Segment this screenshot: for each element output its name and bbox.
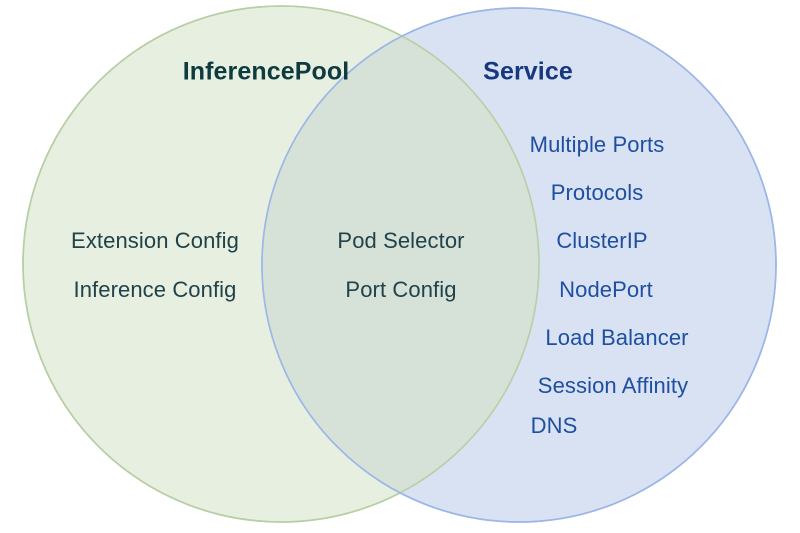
right-set-item: DNS [530, 413, 578, 438]
right-set-outline [261, 7, 777, 523]
intersection-item: Pod Selector [337, 228, 465, 253]
left-set-outline [22, 5, 540, 523]
right-set-item: ClusterIP [556, 228, 648, 253]
intersection-item: Port Config [345, 277, 457, 302]
left-set-title: InferencePool [182, 57, 350, 86]
right-set-item: Session Affinity [537, 373, 689, 398]
right-set-item: NodePort [559, 277, 653, 302]
left-set-item: Inference Config [73, 277, 237, 302]
right-set-item: Load Balancer [545, 325, 689, 350]
right-set-item: Multiple Ports [529, 132, 665, 157]
intersection-region[interactable] [262, 8, 776, 522]
right-set-item: Protocols [550, 180, 644, 205]
left-set-item: Extension Config [71, 228, 239, 253]
right-set-title: Service [483, 57, 573, 86]
